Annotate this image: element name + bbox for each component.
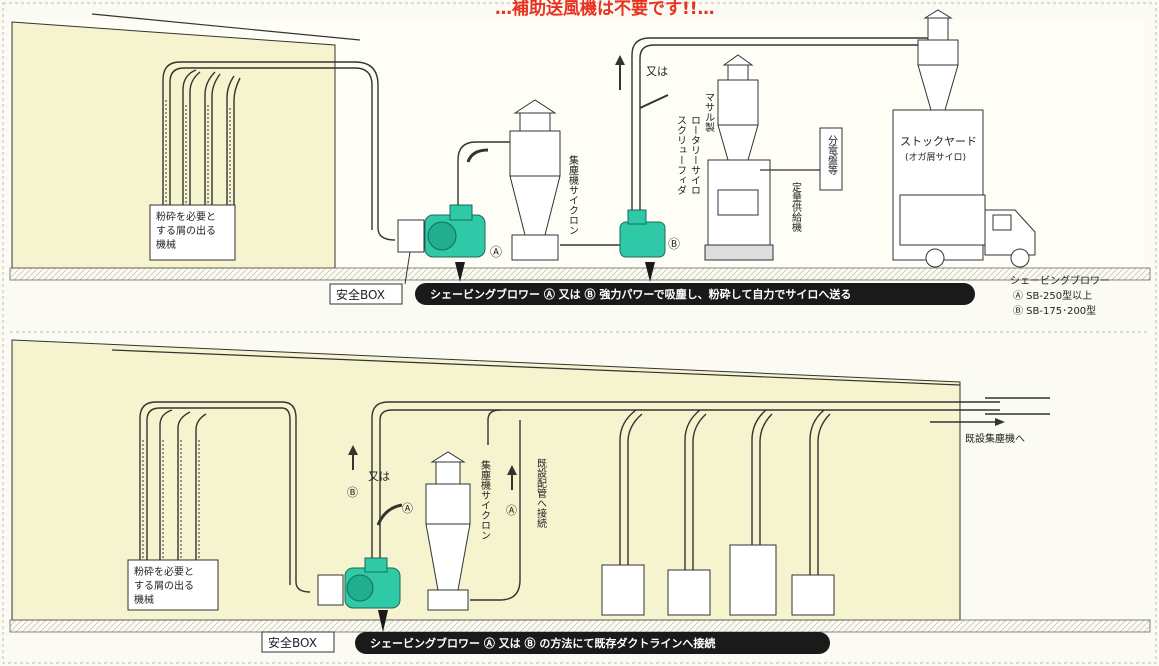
- stockyard-title-1: ストックヤード: [900, 135, 977, 148]
- existing-duct-label-2: 既設配管へ接続: [535, 458, 547, 529]
- caption-bar-1: [415, 283, 975, 305]
- machine-label-1: 粉砕を必要と する屑の出る 機械: [156, 210, 219, 251]
- floor-1: [9, 267, 1151, 281]
- model-a: Ⓐ SB-250型以上: [1013, 289, 1092, 302]
- stockyard-cyclone-1: [917, 9, 959, 111]
- marker-a-2: Ⓐ: [402, 502, 413, 515]
- machine-box-1: [149, 204, 236, 261]
- svg-text:スクリューフィダ: スクリューフィダ: [675, 115, 687, 195]
- rotary-silo-1: [704, 54, 774, 261]
- safety-box-1: [397, 219, 425, 253]
- svg-text:ロータリーサイロ: ロータリーサイロ: [689, 115, 701, 195]
- existing-collector-label-2: 既設集塵機へ: [965, 432, 1025, 445]
- dust-collector-label-2: 集塵機サイクロン: [479, 459, 491, 540]
- existing-machine-c: [729, 544, 777, 616]
- marker-b-1: Ⓑ: [668, 237, 680, 251]
- caption-2: シェービングブロワー Ⓐ 又は Ⓑ の方法にて既存ダクトラインへ接続: [370, 636, 715, 650]
- caption-1: シェービングブロワー Ⓐ 又は Ⓑ 強力パワーで吸塵し、粉砕して自力でサイロへ送…: [430, 287, 851, 301]
- fixed-mixer-label-1: 定量供給機: [790, 181, 802, 233]
- svg-text:安全BOX: 安全BOX: [336, 287, 385, 302]
- stockyard-sub-1: (オガ屑サイロ): [905, 152, 966, 163]
- flow-arrow-1: [466, 148, 489, 163]
- power-board-1: [819, 127, 843, 191]
- intake-pipes-1: [162, 61, 396, 241]
- main-duct-2: [371, 401, 1000, 558]
- power-board-label-1: 分電盤等: [826, 135, 838, 175]
- caption-bar-2: [355, 632, 830, 654]
- flex-hoses-1: [165, 100, 231, 205]
- blower-a-1: [424, 204, 486, 258]
- intake-pipes-2: [139, 401, 311, 593]
- blower-a-2: [344, 557, 401, 609]
- or-label-2: 又は: [368, 470, 390, 483]
- header-text: …補助送風機は不要です!!…: [495, 0, 715, 19]
- dust-collector-label-1: 集塵機サイクロン: [567, 154, 579, 235]
- existing-machine-d: [791, 574, 835, 616]
- model-b: Ⓑ SB-175･200型: [1013, 304, 1096, 317]
- or-label-1: 又は: [646, 65, 668, 78]
- pipe-to-cyclone-1: [457, 141, 512, 205]
- cyclone-1: [509, 99, 561, 261]
- machine-label-2: 粉砕を必要と する屑の出る 機械: [134, 565, 197, 606]
- marker-b-2: Ⓑ: [347, 486, 358, 499]
- drop-pipes-2: [619, 409, 831, 575]
- svg-text:安全BOX: 安全BOX: [268, 635, 317, 650]
- safety-box-label-1: [329, 283, 403, 305]
- cyclone-2: [425, 451, 471, 611]
- safety-box-label-2: [261, 631, 335, 653]
- panel-2: 粉砕を必要と する屑の出る 機械 既設集塵機へ Ⓑ 又は Ⓐ: [9, 339, 1151, 654]
- panel-1: 粉砕を必要と する屑の出る 機械 Ⓐ 集塵機サイクロン: [9, 9, 1151, 317]
- existing-machine-b: [667, 569, 711, 616]
- floor-2: [9, 619, 1151, 633]
- truck-1: [899, 194, 1036, 268]
- marker-a-1: Ⓐ: [490, 245, 502, 259]
- machine-box-2: [127, 559, 219, 611]
- safety-box-2: [317, 574, 344, 606]
- svg-text:Ⓐ: Ⓐ: [506, 504, 517, 517]
- existing-machine-a: [601, 564, 645, 616]
- blower-b-1: [619, 209, 666, 258]
- model-title: シェービングブロワー: [1010, 274, 1110, 287]
- rotary-feeder-label-1: マサル製: [703, 92, 715, 133]
